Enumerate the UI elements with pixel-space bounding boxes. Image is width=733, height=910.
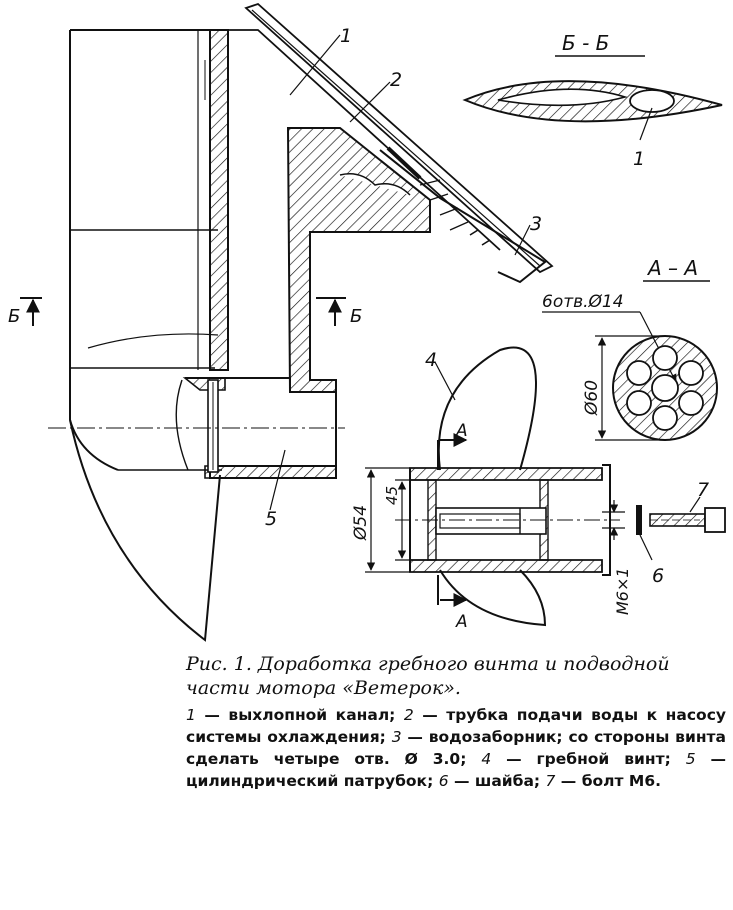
cooling-tube-and-intake <box>228 2 554 284</box>
part-6-label: 6 <box>652 565 664 587</box>
section-cut-b <box>20 297 346 326</box>
leader-lines <box>269 34 531 511</box>
dim-45-label: 45 <box>383 486 401 505</box>
cut-b-left-label: Б <box>8 306 20 327</box>
legend-item: 3 — водозаборник; со стороны винта сдела… <box>186 728 727 768</box>
section-bb-airfoil <box>462 80 723 141</box>
exhaust-channel-wall <box>197 29 229 371</box>
holes-note: 6отв.Ø14 <box>542 292 624 312</box>
part-4-label: 4 <box>425 349 437 371</box>
legend-item: 7 — болт М6. <box>545 772 662 790</box>
section-bb-part-label: 1 <box>633 148 645 170</box>
part-3-label: 3 <box>530 213 542 235</box>
bolt <box>649 496 726 533</box>
propeller-blade-left <box>69 419 221 642</box>
cut-a-bottom-label: A <box>455 612 468 632</box>
legend-item: 1 — выхлопной канал; <box>186 706 396 724</box>
section-cut-a <box>437 433 468 607</box>
legend-item: 4 — гребной винт; <box>481 750 671 768</box>
dim-60-line <box>595 335 665 441</box>
section-bb-title: Б - Б <box>562 31 609 55</box>
technical-drawing: Б Б 1 2 3 4 5 Б - Б 1 A – A 6отв.Ø14 <box>8 2 726 642</box>
legend-item: 2 — трубка подачи воды к насосу системы … <box>186 706 726 746</box>
propeller-hub <box>395 464 620 576</box>
dim-60-label: Ø60 <box>582 380 602 416</box>
caption-legend: 1 — выхлопной канал; 2 — трубка подачи в… <box>186 704 726 792</box>
caption-title: Рис. 1. Доработка гребного винта и подво… <box>186 653 670 699</box>
motor-housing <box>69 29 225 471</box>
part-7-label: 7 <box>697 479 709 501</box>
thread-callout <box>602 500 625 540</box>
dim-54-label: Ø54 <box>351 505 371 541</box>
part-5-label: 5 <box>265 508 277 530</box>
part-2-label: 2 <box>390 69 402 91</box>
section-aa-disc <box>612 335 718 441</box>
section-aa-title: A – A <box>646 256 698 280</box>
legend-item: 5 — цилиндрический патрубок; <box>186 750 726 790</box>
cylindrical-nozzle <box>175 377 337 479</box>
thread-m6-label: M6×1 <box>613 567 632 615</box>
part-1-label: 1 <box>340 25 352 47</box>
cut-a-top-label: A <box>455 421 468 441</box>
propeller-blade-right <box>437 346 547 627</box>
figure-caption: Рис. 1. Доработка гребного винта и подво… <box>186 652 726 792</box>
cut-b-right-label: Б <box>350 306 362 327</box>
legend-item: 6 — шайба; <box>438 772 541 790</box>
dim-54-line <box>365 467 410 573</box>
dim-45-line <box>395 479 428 561</box>
washer <box>636 505 653 561</box>
